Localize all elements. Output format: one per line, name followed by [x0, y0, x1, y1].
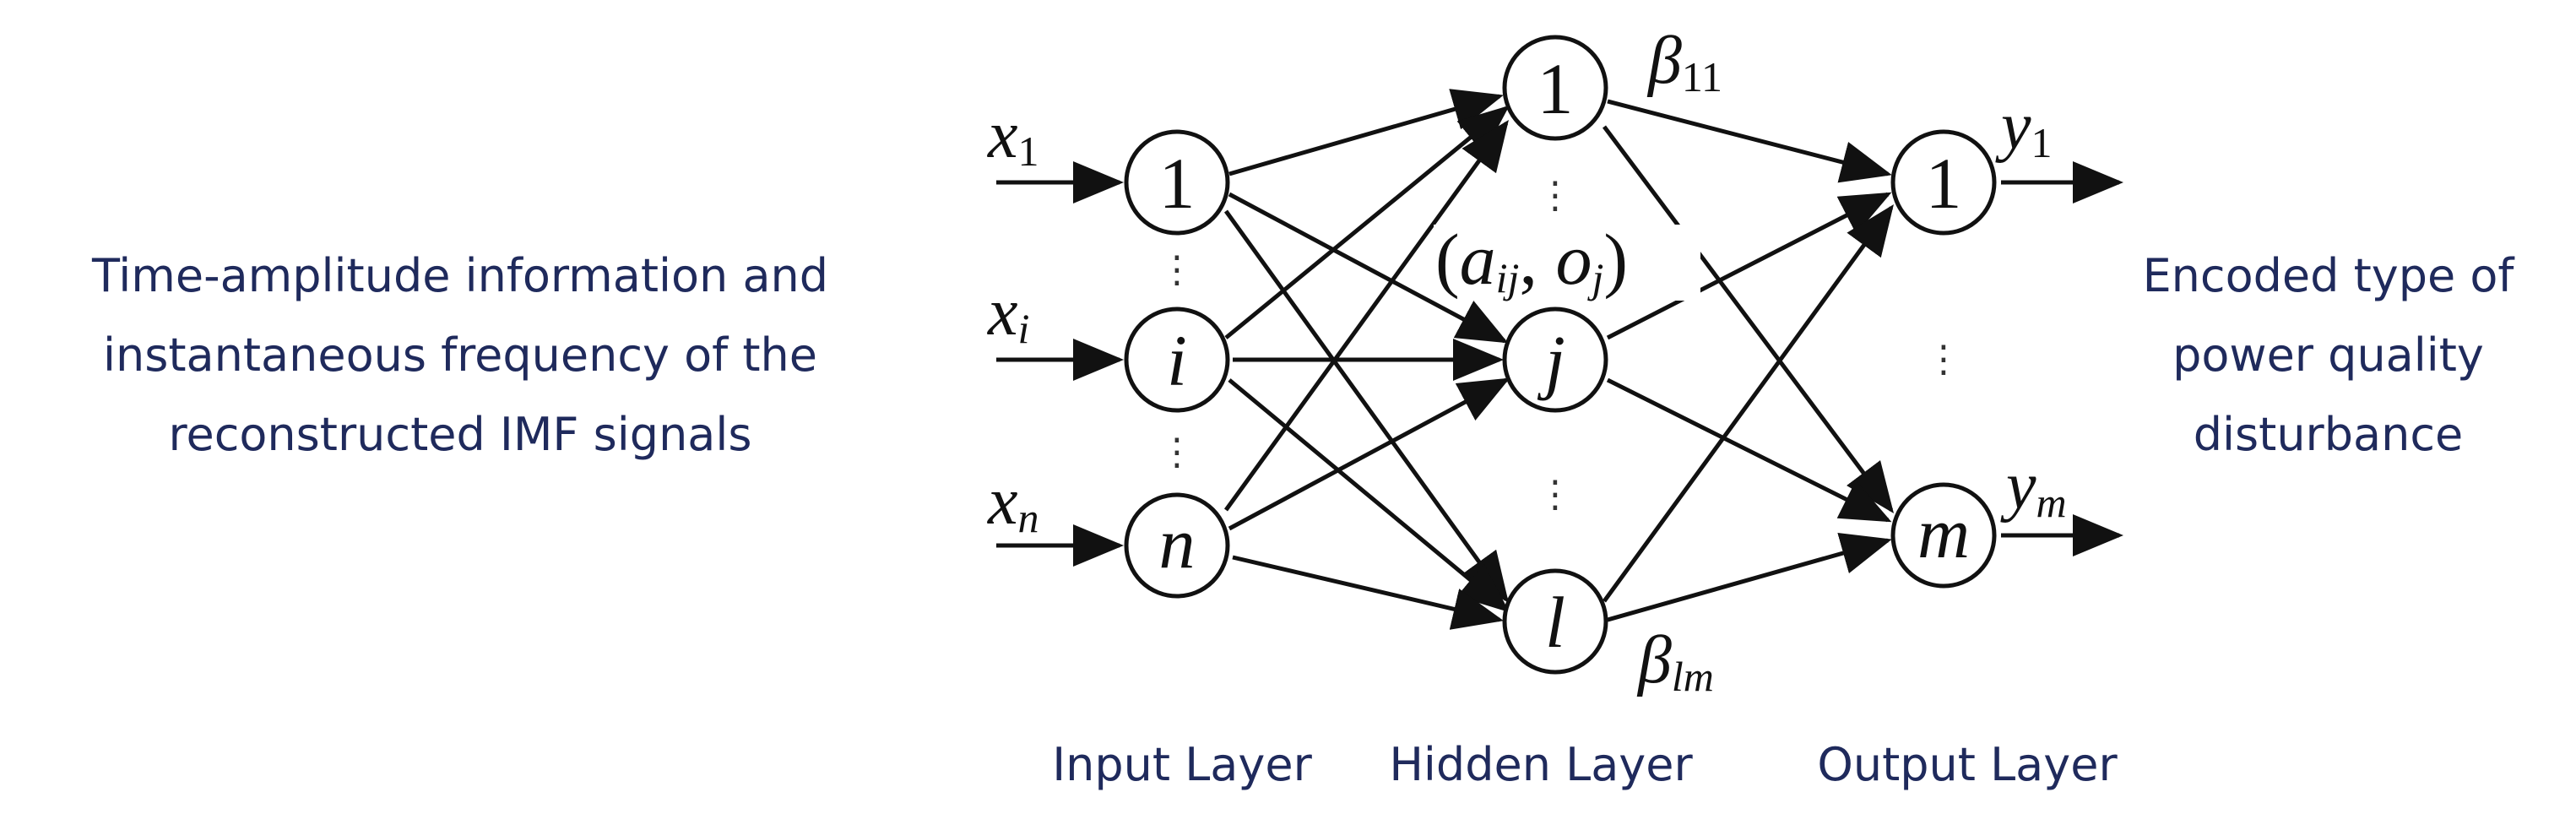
input-description-line-2: instantaneous frequency of the: [103, 328, 817, 382]
svg-text:1: 1: [1159, 143, 1196, 224]
input-ellipsis-1: ⋮: [1158, 248, 1196, 291]
output-description-line-2: power quality: [2172, 328, 2484, 382]
output-ellipsis: ⋮: [1925, 338, 1962, 381]
output-node-m: m: [1890, 482, 1997, 589]
output-var-ym: ym: [2000, 449, 2067, 526]
hidden-node-l: l: [1502, 568, 1608, 675]
output-description-line-1: Encoded type of: [2142, 249, 2514, 302]
svg-text:1: 1: [1926, 143, 1962, 224]
output-layer-label: Output Layer: [1817, 738, 2118, 791]
output-var-y1: y1: [1995, 90, 2053, 166]
input-description: Time-amplitude information and instantan…: [0, 236, 920, 475]
input-var-xi: xi: [987, 275, 1029, 352]
input-description-line-1: Time-amplitude information and: [91, 249, 829, 302]
input-var-x1: x1: [987, 98, 1039, 175]
hidden-node-1: 1: [1502, 35, 1608, 141]
input-node-n: n: [1124, 492, 1230, 599]
hidden-param-label: (aij, oj): [1434, 219, 1700, 301]
weight-beta-lm: βlm: [1636, 623, 1714, 700]
svg-text:m: m: [1917, 492, 1970, 573]
hidden-ellipsis-1: ⋮: [1537, 174, 1574, 217]
hidden-output-connections: [1602, 99, 1894, 622]
output-node-1: 1: [1890, 129, 1997, 236]
weight-beta-11: β11: [1646, 24, 1722, 100]
input-node-1: 1: [1124, 129, 1230, 236]
hidden-ellipsis-2: ⋮: [1537, 473, 1574, 516]
output-description: Encoded type of power quality disturbanc…: [2085, 236, 2571, 475]
svg-text:i: i: [1167, 320, 1187, 401]
svg-text:1: 1: [1537, 48, 1574, 129]
input-ellipsis-2: ⋮: [1158, 431, 1196, 474]
input-node-i: i: [1124, 307, 1230, 413]
input-var-xn: xn: [987, 464, 1039, 541]
input-layer-label: Input Layer: [1052, 738, 1312, 791]
input-hidden-connections: [1223, 89, 1510, 630]
svg-text:n: n: [1159, 502, 1196, 583]
hidden-layer-label: Hidden Layer: [1389, 738, 1693, 791]
input-description-line-3: reconstructed IMF signals: [168, 408, 752, 461]
output-description-line-3: disturbance: [2193, 408, 2464, 461]
svg-text:l: l: [1545, 582, 1565, 663]
hidden-node-j: j: [1502, 307, 1608, 413]
svg-text:(aij, oj): (aij, oj): [1435, 219, 1628, 301]
